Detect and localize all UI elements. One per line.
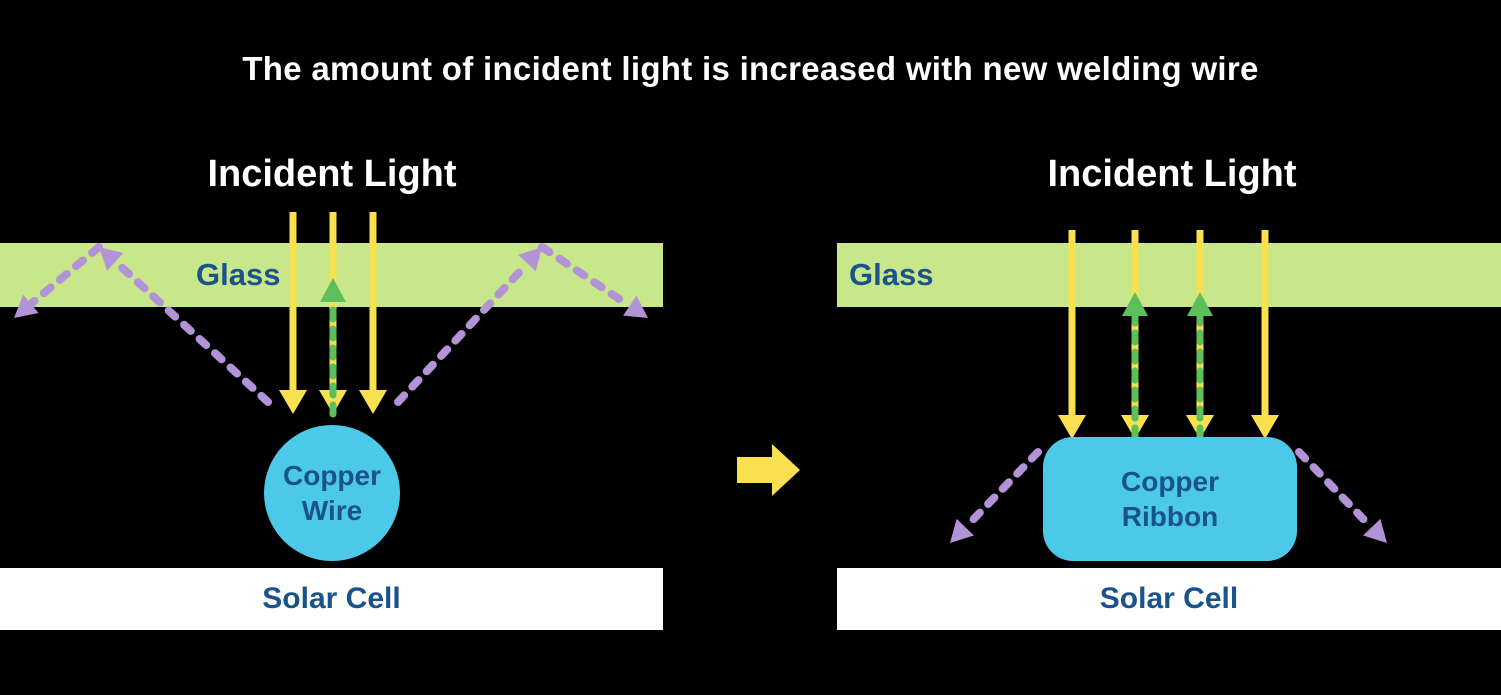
copper-wire-label-line1: Copper: [283, 460, 381, 491]
right-incident-light-label: Incident Light: [1047, 153, 1297, 195]
copper-ribbon-label-line2: Ribbon: [1121, 501, 1219, 532]
left-glass-bar: [0, 243, 663, 307]
scattered-ray-line: [1295, 448, 1374, 530]
right-glass-label: Glass: [849, 257, 934, 292]
scattered-ray-arrowhead-icon: [1363, 518, 1387, 543]
copper-wire-circle: Copper Wire: [264, 425, 400, 561]
right-solar-cell-bar: Solar Cell: [837, 568, 1501, 630]
left-glass-label: Glass: [196, 257, 281, 292]
scattered-ray-arrowhead-icon: [950, 518, 974, 543]
left-solar-cell-bar: Solar Cell: [0, 568, 663, 630]
incident-ray-arrowhead-icon: [1058, 415, 1086, 439]
right-solar-cell-label: Solar Cell: [1099, 582, 1239, 615]
copper-ribbon-rect: Copper Ribbon: [1043, 437, 1297, 561]
incident-ray-arrowhead-icon: [359, 390, 387, 414]
incident-ray-arrowhead-icon: [279, 390, 307, 414]
scattered-ray-line: [963, 448, 1042, 530]
incident-ray-arrowhead-icon: [319, 390, 347, 414]
incident-ray-arrowhead-icon: [1121, 415, 1149, 439]
left-incident-light-label: Incident Light: [207, 153, 457, 195]
left-solar-cell-label: Solar Cell: [262, 582, 401, 615]
diagram-title: The amount of incident light is increase…: [242, 50, 1259, 87]
incident-ray-arrowhead-icon: [1186, 415, 1214, 439]
incident-ray-arrowhead-icon: [1251, 415, 1279, 439]
copper-ribbon-label-line1: Copper: [1121, 466, 1219, 497]
right-reflected-ray-arrows: [1122, 292, 1213, 441]
copper-wire-label-line2: Wire: [301, 495, 363, 526]
right-glass-bar: [837, 243, 1501, 307]
transition-right-arrow-icon: [737, 444, 800, 496]
